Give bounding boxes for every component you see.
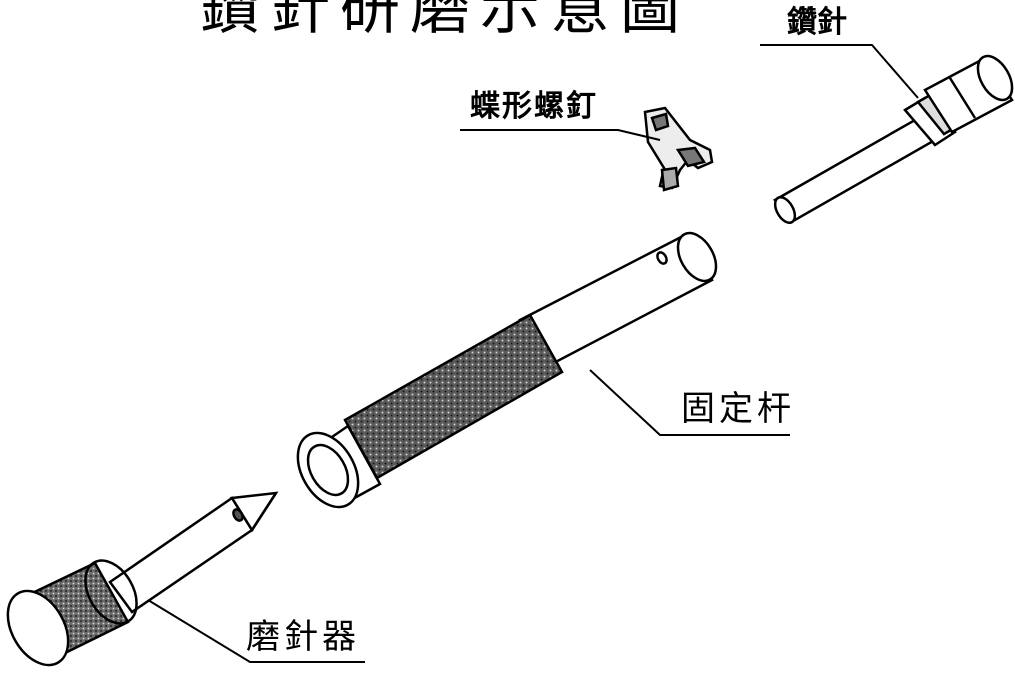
diagram-title: 鑽針研磨示意圖 (200, 0, 690, 43)
label-drill-bit: 鑽針 (787, 5, 847, 40)
leader-wing-screw (460, 129, 661, 141)
wing-screw-part (643, 106, 714, 192)
leader-fixed-rod (589, 369, 790, 436)
leader-grinder (147, 599, 365, 663)
fixed-rod-part (296, 231, 718, 509)
grinder-part (6, 491, 279, 667)
label-wing-screw: 蝶形螺釘 (470, 89, 598, 124)
label-grinder: 磨針器 (246, 617, 360, 657)
leader-lines (147, 44, 919, 663)
label-fixed-rod: 固定杆 (681, 389, 795, 429)
drill-bit-part (772, 54, 1014, 225)
leader-drill-bit (760, 44, 919, 99)
